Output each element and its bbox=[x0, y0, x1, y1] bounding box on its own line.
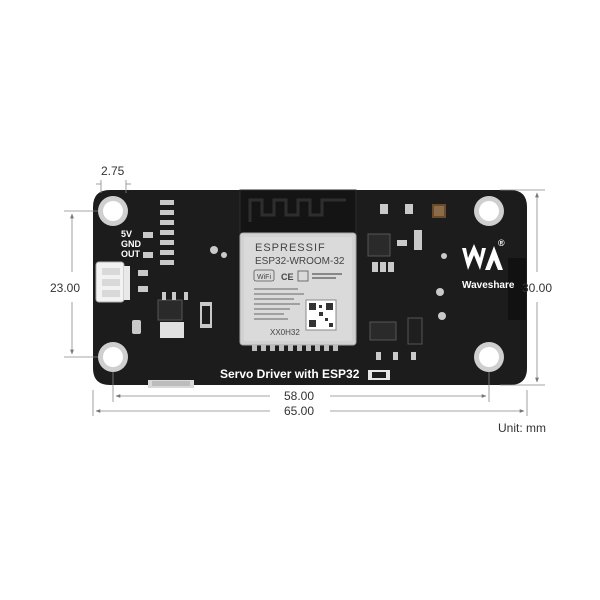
brand-name: Waveshare bbox=[462, 280, 515, 291]
passive-components-left bbox=[132, 200, 227, 334]
dimension-right-height-label: 30.00 bbox=[522, 281, 552, 295]
dimension-total-width-label: 65.00 bbox=[284, 404, 314, 418]
dimension-total-width bbox=[92, 390, 528, 416]
dimension-top-spacing bbox=[96, 180, 131, 193]
dimension-top-spacing-label: 2.75 bbox=[101, 164, 125, 178]
qr-code-icon bbox=[305, 299, 337, 331]
module-model: ESP32-WROOM-32 bbox=[255, 256, 345, 267]
wifi-logo: WiFi bbox=[257, 274, 271, 281]
esp32-module: ESPRESSIF ESP32-WROOM-32 WiFi CE bbox=[239, 189, 357, 351]
module-fineprint bbox=[254, 288, 304, 320]
unit-label: Unit: mm bbox=[498, 421, 546, 435]
ce-mark: CE bbox=[281, 272, 294, 282]
mounting-hole-top-left bbox=[98, 196, 128, 226]
dimension-right-height bbox=[500, 189, 545, 386]
certification-icon bbox=[297, 270, 342, 282]
regulators bbox=[157, 292, 212, 338]
module-code: XX0H32 bbox=[270, 328, 300, 337]
dimension-hole-span bbox=[112, 372, 490, 402]
pin-label-5v: 5V bbox=[121, 229, 132, 239]
pin-label-gnd: GND bbox=[121, 239, 142, 249]
dimension-hole-span-label: 58.00 bbox=[284, 389, 314, 403]
usb-port bbox=[148, 380, 194, 388]
servo-connector bbox=[95, 261, 130, 303]
edge-header bbox=[508, 258, 526, 320]
board-title: Servo Driver with ESP32 bbox=[220, 367, 360, 381]
registered-mark: ® bbox=[498, 238, 505, 248]
pin-label-out: OUT bbox=[121, 249, 141, 259]
mounting-hole-bottom-left bbox=[98, 342, 128, 372]
passive-components-right bbox=[367, 204, 447, 380]
mounting-hole-bottom-right bbox=[474, 342, 504, 372]
module-maker: ESPRESSIF bbox=[255, 242, 326, 254]
waveshare-logo: ® Waveshare bbox=[462, 238, 515, 291]
dimension-left-height-label: 23.00 bbox=[50, 281, 80, 295]
dimension-left-height bbox=[64, 210, 98, 358]
module-pads bbox=[252, 345, 338, 351]
pcb-board: 5V GND OUT bbox=[93, 189, 527, 388]
mounting-hole-top-right bbox=[474, 196, 504, 226]
